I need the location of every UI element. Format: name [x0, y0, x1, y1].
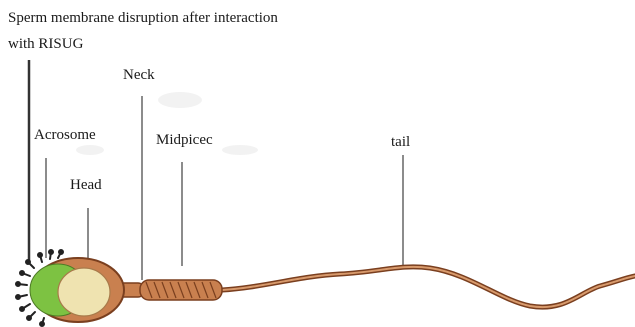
sperm-head — [30, 258, 124, 322]
sperm-midpiece — [140, 280, 222, 300]
background-smudges — [76, 92, 258, 155]
sperm-nucleus — [58, 268, 110, 316]
sperm-tail — [222, 267, 635, 307]
